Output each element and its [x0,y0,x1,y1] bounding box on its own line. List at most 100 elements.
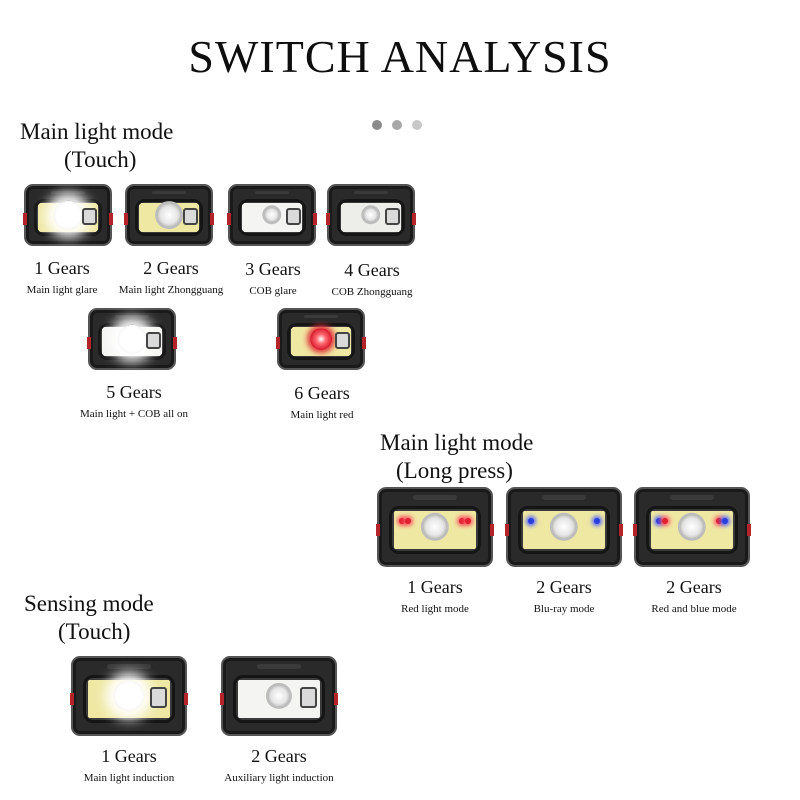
page-title: SWITCH ANALYSIS [188,31,612,82]
lamp-image-red-leds [376,487,494,567]
lamp-core-icon [268,685,290,707]
red-led-icon [661,517,668,524]
strap-mark [227,212,231,225]
carousel-dot-1[interactable] [372,120,382,130]
strap-mark [70,692,74,705]
gear-label: 2 Gears [143,258,199,278]
sensor-icon [82,208,97,225]
blue-led-icon [593,517,600,524]
lamp-image-main-medium [124,184,214,246]
lamp-brow [106,664,152,669]
lamp-brow [51,190,85,195]
sensor-icon [183,208,198,225]
section-title-main-long: Main light mode (Long press) [380,429,533,485]
lamp-brow [541,495,587,500]
strap-mark [633,523,637,536]
section-title-line2: (Touch) [58,619,131,644]
gear-desc: Main light induction [83,772,175,784]
strap-mark [412,212,416,225]
strap-mark [210,212,214,225]
sensor-icon [149,686,168,708]
lamp-brow [115,314,149,319]
lamp-brow [354,190,388,195]
gear-item: 1 Gears Red light mode [377,576,493,616]
lamp-image-red-blue-leds [633,487,751,567]
gear-desc: Auxiliary light induction [224,772,334,784]
blue-led-icon [656,517,663,524]
gear-item: 2 Gears Main light Zhongguang [112,257,230,297]
strap-mark [619,523,623,536]
lamp-image-main-red [276,308,366,370]
gear-item: 1 Gears Main light glare [14,257,110,297]
red-led-icon [464,517,471,524]
lamp-image-induction-aux [220,656,338,736]
lamp-core-icon [158,204,180,226]
gear-label: 1 Gears [101,746,157,766]
lamp-core-icon [552,515,576,539]
lamp-frame [336,198,406,236]
gear-item: 1 Gears Main light induction [64,745,194,785]
blue-led-icon [528,517,535,524]
gear-item: 4 Gears COB Zhongguang [322,259,422,299]
section-title-line2: (Touch) [64,147,137,172]
carousel-dot-2[interactable] [392,120,402,130]
gear-desc: Main light Zhongguang [118,284,224,296]
lamp-frame [389,505,481,555]
gear-label: 1 Gears [407,577,463,597]
section-title-line1: Main light mode [380,430,534,455]
gear-label: 2 Gears [251,746,307,766]
gear-item: 2 Gears Auxiliary light induction [208,745,350,785]
lamp-image-blue-leds [505,487,623,567]
section-title-line1: Sensing mode [24,591,154,616]
lamp-core-icon [364,208,378,222]
strap-mark [184,692,188,705]
strap-mark [23,212,27,225]
lamp-frame [286,322,356,360]
sensor-icon [286,208,301,225]
strap-mark [490,523,494,536]
section-title-main-touch: Main light mode (Touch) [20,118,173,174]
lamp-image-cob-glare [227,184,317,246]
gear-item: 3 Gears COB glare [226,258,320,298]
strap-mark [747,523,751,536]
gear-label: 1 Gears [34,258,90,278]
red-led-icon [716,517,723,524]
lamp-frame [237,198,307,236]
lamp-frame [646,505,738,555]
lamp-frame [518,505,610,555]
gear-label: 6 Gears [294,383,350,403]
lamp-brow [304,314,338,319]
strap-mark [276,336,280,349]
lamp-core-icon [310,328,332,350]
lamp-core-icon [423,515,447,539]
gear-item: 5 Gears Main light + COB all on [68,381,200,421]
sensor-icon [385,208,400,225]
gear-desc: Red light mode [401,603,469,615]
lamp-core-icon [680,515,704,539]
gear-desc: Main light + COB all on [80,408,188,420]
gear-label: 3 Gears [245,259,301,279]
lamp-frame [83,674,175,724]
strap-mark [313,212,317,225]
lamp-frame [33,198,103,236]
gear-label: 4 Gears [344,260,400,280]
strap-mark [87,336,91,349]
strap-mark [173,336,177,349]
lamp-brow [412,495,458,500]
lamp-brow [152,190,186,195]
strap-mark [124,212,128,225]
red-led-icon [399,517,406,524]
blue-led-icon [721,517,728,524]
gear-item: 2 Gears Red and blue mode [634,576,754,616]
red-led-icon [459,517,466,524]
gear-desc: Main light glare [26,284,98,296]
carousel-dot-3[interactable] [412,120,422,130]
carousel-dots[interactable] [372,120,422,130]
gear-label: 2 Gears [536,577,592,597]
sensor-icon [335,332,350,349]
lamp-image-induction-main [70,656,188,736]
lamp-image-main-glare [23,184,113,246]
lamp-core-icon [265,208,279,222]
strap-mark [220,692,224,705]
gear-desc: COB glare [249,285,297,297]
